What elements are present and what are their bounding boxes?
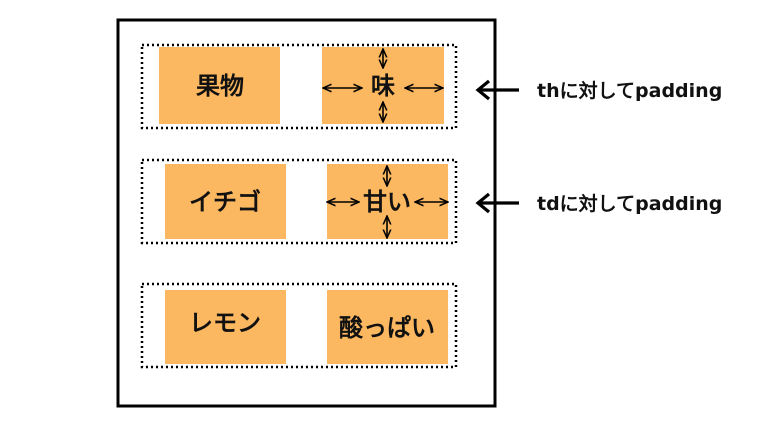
annotation-td: tdに対してpadding <box>475 192 722 215</box>
header-cell-taste-label: 味 <box>371 72 395 100</box>
table-row-strawberry: イチゴ 甘い <box>140 158 458 245</box>
annotation-th: thに対してpadding <box>475 79 722 102</box>
table-row-lemon: レモン 酸っぱい <box>140 282 458 369</box>
data-cell-lemon-label: レモン <box>189 309 261 337</box>
annotation-arrowhead-icon <box>475 192 491 214</box>
row-boundary <box>140 282 458 369</box>
table-row-header: 果物 味 <box>140 43 458 130</box>
row-boundary <box>140 43 458 130</box>
data-cell-lemon <box>165 290 286 364</box>
data-cell-sour-label: 酸っぱい <box>339 314 435 342</box>
header-cell-fruit <box>159 47 280 124</box>
table-outline <box>116 18 497 408</box>
data-cell-strawberry <box>165 164 286 239</box>
data-cell-sweet-label: 甘い <box>363 188 411 216</box>
header-cell-fruit-label: 果物 <box>196 72 244 100</box>
annotation-td-label: tdに対してpadding <box>537 192 722 215</box>
row-boundary <box>140 158 458 245</box>
data-cell-sour <box>327 290 448 364</box>
data-cell-strawberry-label: イチゴ <box>189 188 261 216</box>
annotation-th-label: thに対してpadding <box>537 79 722 102</box>
annotation-arrowhead-icon <box>475 79 491 101</box>
